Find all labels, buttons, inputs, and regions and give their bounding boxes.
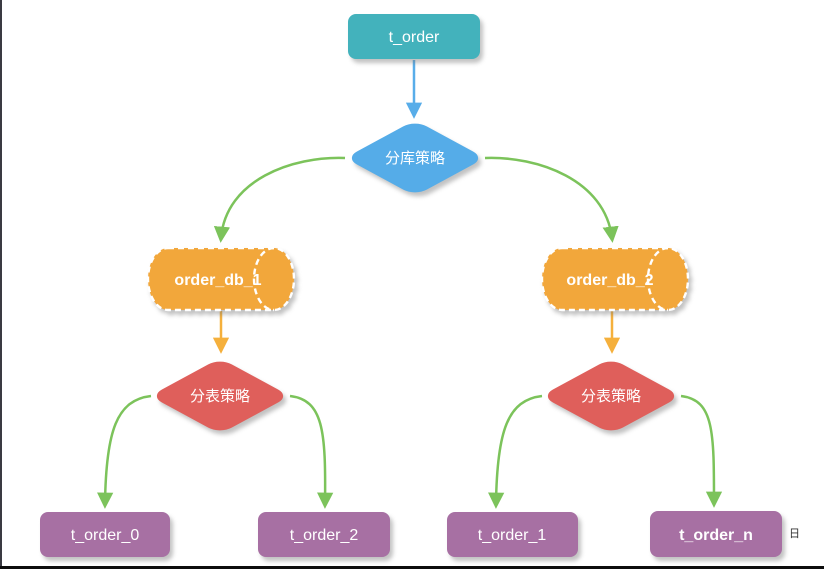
node-table-strategy-1-label: 分表策略	[190, 388, 250, 405]
node-db-strategy: 分库策略	[351, 123, 479, 193]
edge-strategy2-to-tablen	[680, 394, 723, 508]
node-table-1-label: t_order_1	[478, 527, 547, 544]
node-table-strategy-1: 分表策略	[156, 361, 284, 431]
watermark-fragment: 日	[789, 528, 800, 540]
node-root-label: t_order	[389, 29, 440, 46]
edge-db-strategy-to-db2	[484, 156, 619, 243]
node-db-strategy-label: 分库策略	[385, 150, 445, 167]
node-table-0-label: t_order_0	[71, 527, 140, 544]
node-db2-label: order_db_2	[566, 272, 653, 289]
left-frame-border	[0, 0, 2, 569]
bottom-frame-border	[0, 566, 824, 569]
node-table-n-label: t_order_n	[679, 527, 753, 544]
node-table-2-label: t_order_2	[290, 527, 359, 544]
node-table-n: t_order_n	[650, 511, 782, 557]
cylinder-cap-arc	[252, 246, 275, 312]
edge-strategy1-to-table2	[289, 394, 334, 509]
cylinder-cap-arc	[646, 246, 669, 312]
node-root: t_order	[348, 14, 480, 59]
edge-strategy2-to-table1	[488, 394, 543, 509]
node-table-0: t_order_0	[40, 512, 170, 557]
node-table-strategy-2-label: 分表策略	[581, 388, 641, 405]
node-table-1: t_order_1	[447, 512, 578, 557]
edge-db-strategy-to-db1	[213, 156, 346, 243]
node-table-strategy-2: 分表策略	[547, 361, 675, 431]
node-db1: order_db_1	[146, 246, 296, 312]
node-table-2: t_order_2	[258, 512, 390, 557]
node-db1-label: order_db_1	[174, 272, 261, 289]
edge-strategy1-to-table0	[97, 394, 152, 509]
node-db2: order_db_2	[540, 246, 690, 312]
edges	[97, 60, 723, 509]
